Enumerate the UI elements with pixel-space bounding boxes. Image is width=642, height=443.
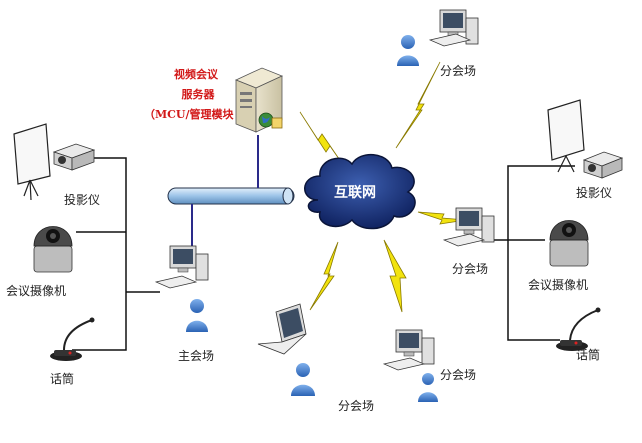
microphone-right-label: 话筒 <box>576 348 601 362</box>
internet-label: 互联网 <box>334 185 376 201</box>
server-title-line2: 服务器 <box>181 88 215 101</box>
user-bottom-right-icon <box>418 373 438 402</box>
microphone-left-icon <box>50 317 95 361</box>
user-bottom-left-icon <box>291 363 315 396</box>
conference-camera-left-icon <box>33 226 73 273</box>
projector-right-icon <box>582 151 624 179</box>
mcu-server-icon <box>234 67 284 133</box>
computer-top-icon <box>428 9 479 47</box>
computer-right-icon <box>442 207 495 247</box>
camera-right-label: 会议摄像机 <box>528 278 589 292</box>
laptop-icon <box>257 303 307 355</box>
projector-left-icon <box>52 143 96 171</box>
projector-screen-right-icon <box>547 99 585 173</box>
branch-top-label: 分会场 <box>440 64 477 78</box>
bolt-bottom-right <box>383 239 407 313</box>
computer-main-icon <box>154 245 209 289</box>
projector-left-label: 投影仪 <box>64 193 101 207</box>
lan-bus <box>167 135 295 248</box>
server-title-line1: 视频会议 <box>174 68 218 81</box>
bolt-top <box>395 61 441 149</box>
microphone-right-icon <box>556 307 601 351</box>
conference-camera-right-icon <box>549 220 589 267</box>
left-equipment-wiring <box>70 157 160 351</box>
projector-screen-left-icon <box>13 123 51 201</box>
camera-left-label: 会议摄像机 <box>6 284 67 298</box>
computer-bottom-right-icon <box>382 329 435 371</box>
projector-right-label: 投影仪 <box>576 186 613 200</box>
bolt-bottom-left <box>309 241 339 311</box>
main-venue-label: 主会场 <box>178 349 215 363</box>
internet-cloud <box>304 154 416 230</box>
server-title-line3: （MCU/管理模块 <box>144 108 234 121</box>
user-main-icon <box>186 299 208 332</box>
branch-bottom-left-label: 分会场 <box>338 399 375 413</box>
microphone-left-label: 话筒 <box>50 372 75 386</box>
branch-bottom-right-label: 分会场 <box>440 368 477 382</box>
branch-right-label: 分会场 <box>452 262 489 276</box>
user-top-icon <box>397 35 419 66</box>
